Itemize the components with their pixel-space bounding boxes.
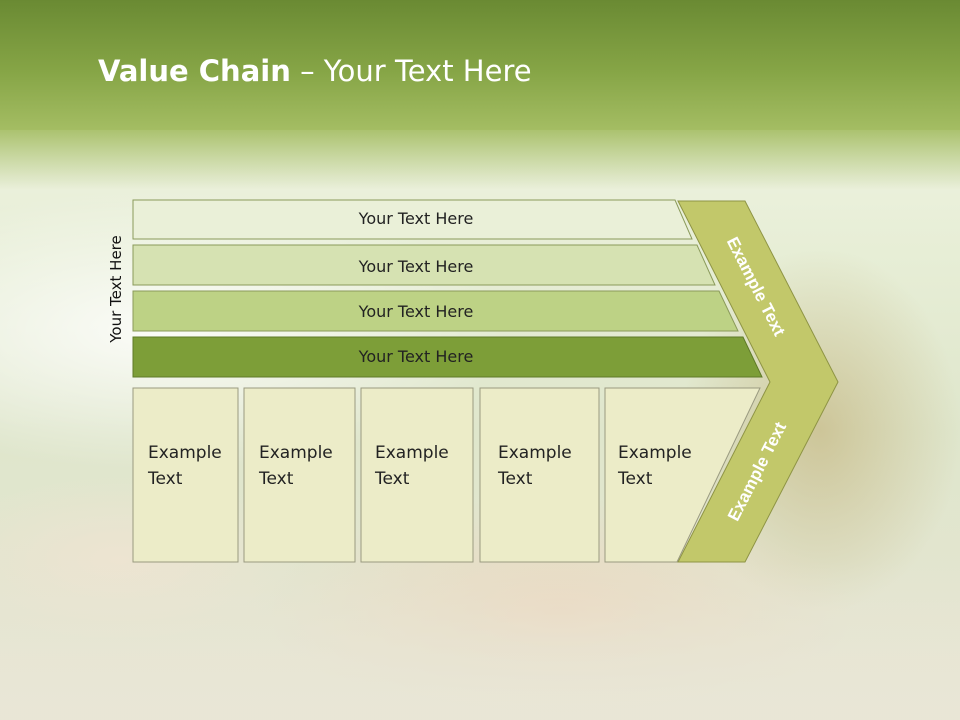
bar-1: [132, 199, 693, 240]
box-4-line1: Example: [498, 443, 572, 463]
box-5-line1: Example: [618, 443, 692, 463]
box-2-line2: Text: [259, 469, 294, 489]
header-fade: [0, 130, 960, 190]
bar-label-2: Your Text Here: [358, 257, 474, 276]
box-1: [132, 387, 239, 563]
reflection-fade: [0, 562, 960, 720]
box-4-line2: Text: [498, 469, 533, 489]
slide-title: Value Chain – Your Text Here: [98, 54, 532, 88]
box-3-line2: Text: [375, 469, 410, 489]
header-band: [0, 0, 960, 130]
box-5-line2: Text: [618, 469, 653, 489]
bar-label-3: Your Text Here: [358, 302, 474, 321]
title-rest: – Your Text Here: [290, 54, 532, 88]
bar-2: [132, 244, 716, 286]
box-3-line1: Example: [375, 443, 449, 463]
bar-4: [132, 336, 763, 378]
bar-label-4: Your Text Here: [358, 347, 474, 366]
box-1-line1: Example: [148, 443, 222, 463]
bar-3: [132, 290, 739, 332]
bar-label-1: Your Text Here: [358, 209, 474, 228]
box-3: [360, 387, 474, 563]
box-1-line2: Text: [148, 469, 183, 489]
title-bold: Value Chain: [98, 54, 291, 88]
box-4: [479, 387, 600, 563]
box-2: [243, 387, 356, 563]
box-2-line1: Example: [259, 443, 333, 463]
